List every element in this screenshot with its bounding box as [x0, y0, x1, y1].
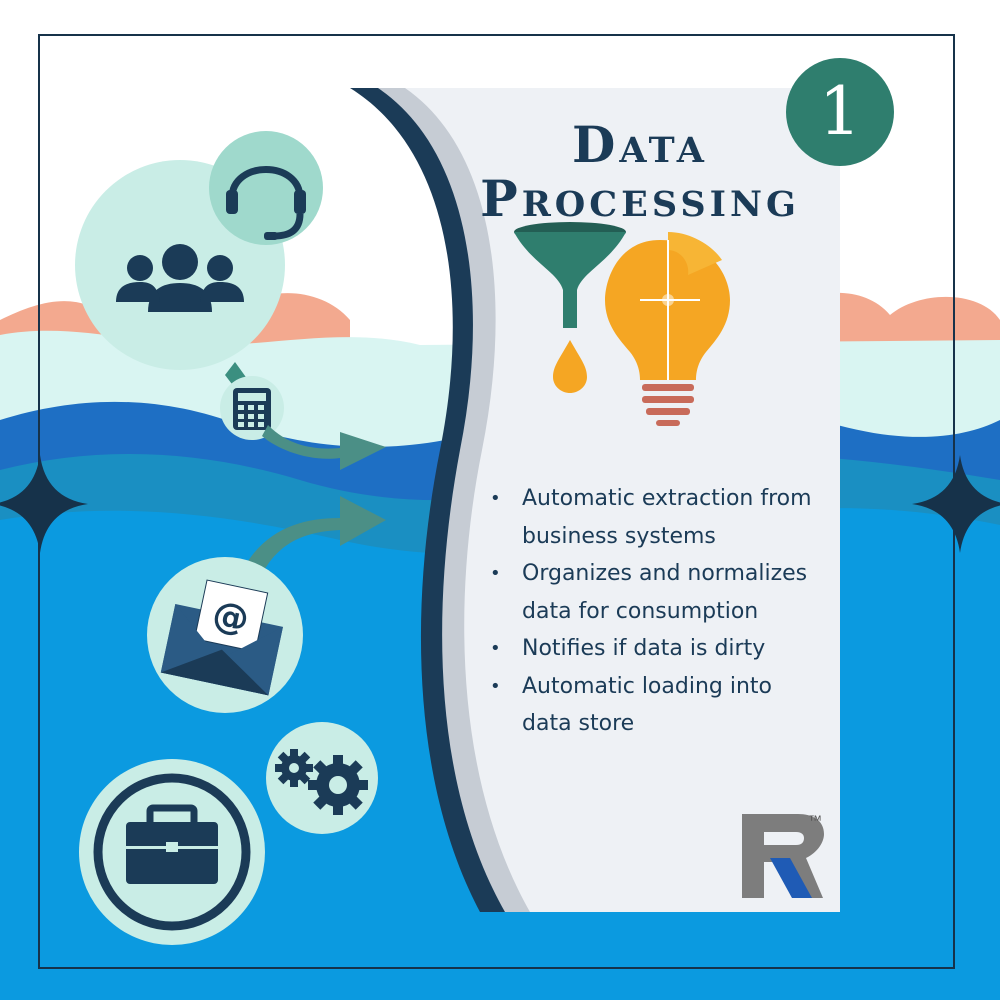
- list-item: Notifies if data is dirty: [490, 630, 820, 668]
- briefcase-icon: [126, 804, 218, 884]
- page-title: Data Processing: [455, 118, 825, 226]
- team-icon: [116, 244, 244, 312]
- svg-text:@: @: [209, 594, 253, 642]
- title-line-1: Data: [572, 115, 708, 174]
- sparkle-icon: [0, 455, 1000, 553]
- step-number-badge: 1: [786, 58, 894, 166]
- company-logo: [742, 814, 824, 898]
- list-item: Organizes and normalizes data for consum…: [490, 555, 820, 630]
- trademark-symbol: ™: [808, 812, 822, 828]
- calculator-icon: [233, 388, 271, 430]
- headset-icon: [226, 166, 306, 240]
- title-line-2: Processing: [480, 169, 800, 228]
- lightbulb-puzzle-icon: [605, 232, 730, 426]
- email-icon: @: [160, 579, 283, 696]
- list-item: Automatic extraction from business syste…: [490, 480, 820, 555]
- feature-list: Automatic extraction from business syste…: [490, 480, 820, 743]
- list-item: Automatic loading into data store: [490, 668, 820, 743]
- arrow-right-icon: [240, 425, 386, 582]
- funnel-icon: [514, 222, 626, 393]
